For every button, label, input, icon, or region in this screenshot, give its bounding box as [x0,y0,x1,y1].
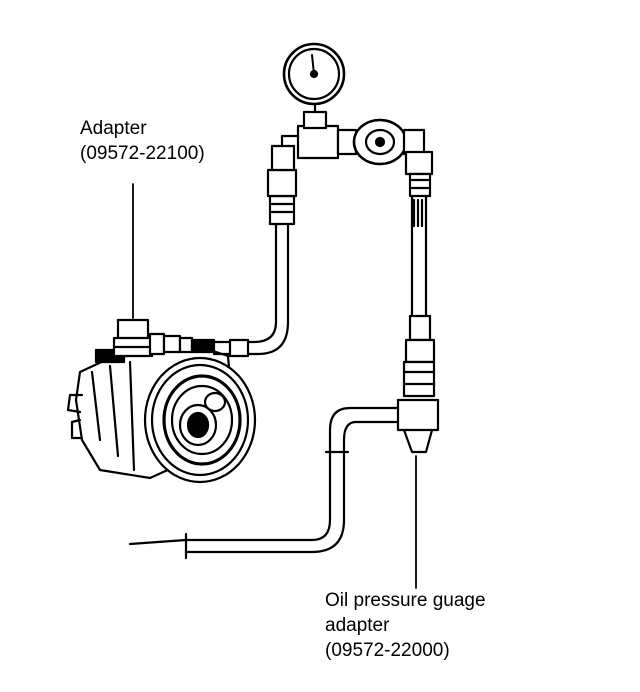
oil-adapter-callout: Oil pressure guage adapter (09572-22000) [325,588,486,663]
pump-pulley [143,356,257,484]
gauge-tee [280,102,352,160]
pressure-gauge [282,42,346,106]
pressure-hose-left [212,144,298,358]
oil-adapter-label-line2: adapter [325,615,390,636]
oil-pressure-adapter [128,398,440,560]
adapter-part-number: (09572-22100) [80,143,205,164]
oil-adapter-part-number: (09572-22000) [325,640,450,661]
oil-adapter-label-line1: Oil pressure guage [325,590,486,611]
pressure-hose-right [402,150,436,398]
adapter-label: Adapter [80,118,147,139]
adapter-callout: Adapter (09572-22100) [80,116,205,166]
adapter-fitting [112,318,216,358]
shutoff-valve [336,118,426,166]
